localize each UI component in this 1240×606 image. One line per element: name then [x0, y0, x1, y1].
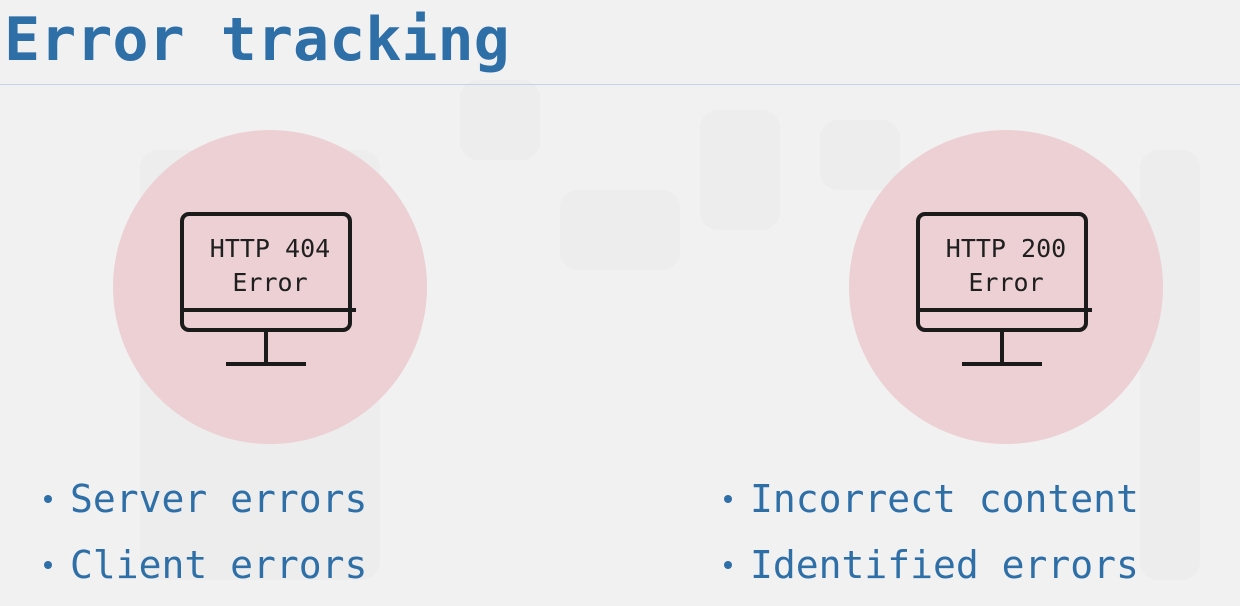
monitor-icon: HTTP 404 Error	[180, 212, 360, 372]
bullet-list: Incorrect content Identified errors	[724, 466, 1139, 598]
monitor-screen: HTTP 404 Error	[180, 212, 356, 332]
highlight-circle: HTTP 200 Error	[849, 130, 1163, 444]
bullet-dot-icon	[724, 561, 732, 569]
monitor-line-2: Error	[968, 268, 1044, 297]
monitor-icon: HTTP 200 Error	[916, 212, 1096, 372]
monitor-stand-base	[226, 362, 306, 366]
background-shape	[460, 80, 540, 160]
bullet-dot-icon	[44, 561, 52, 569]
bullet-dot-icon	[44, 495, 52, 503]
background-shape	[700, 110, 780, 230]
panel-http-200: HTTP 200 Error Incorrect content Identif…	[724, 130, 1236, 600]
monitor-line-1: HTTP 200	[945, 234, 1067, 263]
monitor-stand-base	[962, 362, 1042, 366]
monitor-screen: HTTP 200 Error	[916, 212, 1092, 332]
background-shape	[820, 120, 900, 190]
bullet-item: Incorrect content	[724, 466, 1139, 532]
monitor-screen-text: HTTP 404 Error	[184, 232, 356, 300]
slide-title: Error tracking	[4, 5, 510, 75]
title-divider	[0, 84, 1240, 85]
bullet-item: Server errors	[44, 466, 367, 532]
monitor-bezel	[920, 308, 1092, 312]
background-shape	[1140, 150, 1200, 580]
monitor-stand-neck	[264, 332, 268, 364]
monitor-bezel	[184, 308, 356, 312]
bullet-text: Incorrect content	[750, 477, 1139, 521]
background-shape	[560, 190, 680, 270]
monitor-line-2: Error	[232, 268, 308, 297]
bullet-text: Identified errors	[750, 543, 1139, 587]
bullet-item: Client errors	[44, 532, 367, 598]
panel-http-404: HTTP 404 Error Server errors Client erro…	[40, 130, 500, 600]
bullet-item: Identified errors	[724, 532, 1139, 598]
monitor-line-1: HTTP 404	[209, 234, 331, 263]
bullet-dot-icon	[724, 495, 732, 503]
bullet-text: Client errors	[70, 543, 368, 587]
monitor-stand-neck	[1000, 332, 1004, 364]
highlight-circle: HTTP 404 Error	[113, 130, 427, 444]
bullet-text: Server errors	[70, 477, 368, 521]
monitor-screen-text: HTTP 200 Error	[920, 232, 1092, 300]
bullet-list: Server errors Client errors	[44, 466, 367, 598]
